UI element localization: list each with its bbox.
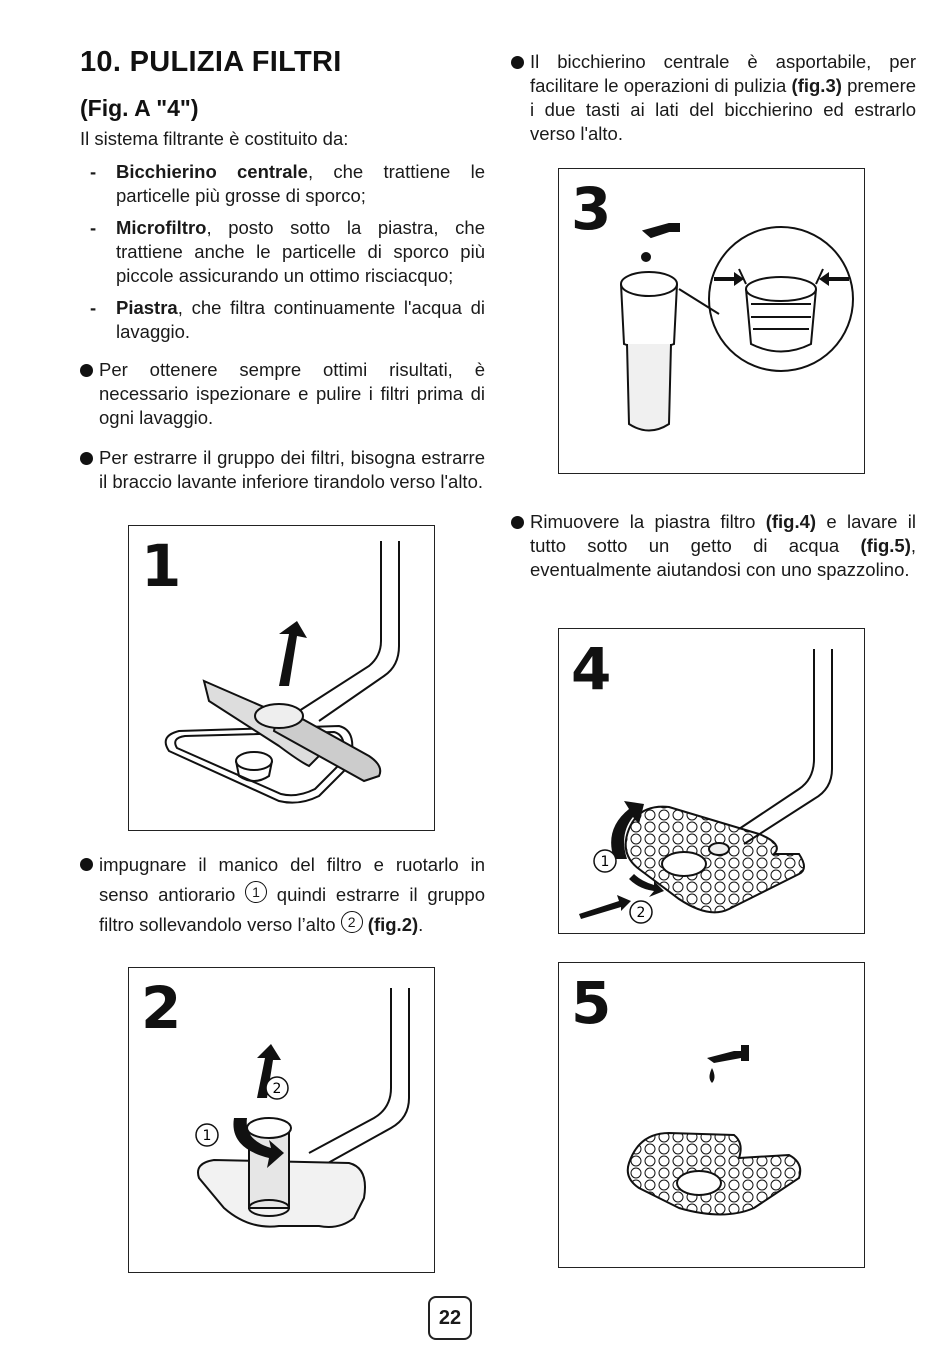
bullet-text: Per estrarre il gruppo dei filtri, bisog… [99, 447, 485, 492]
figure-number: 4 [571, 635, 612, 703]
bullet-dot [80, 364, 93, 377]
list-desc: , che filtra continuamente l'acqua di la… [116, 297, 485, 342]
list-term: Bicchierino centrale [116, 161, 308, 182]
list-dash: - [90, 161, 97, 182]
figure-2-illustration: 1 2 [195, 988, 410, 1228]
bullet-text: Per ottenere sempre ottimi risultati, è … [99, 359, 485, 428]
figure-number: 2 [141, 974, 182, 1042]
bullet-dot [80, 452, 93, 465]
bullet-central-cup: Il bicchierino centrale è asportabile, p… [511, 50, 916, 146]
figure-step-label: 2 [273, 1081, 282, 1097]
bullet-text: impugnare il manico del filtro e ruotarl… [99, 854, 485, 905]
bullet-dot [511, 516, 524, 529]
figure-1: 1 [128, 525, 435, 831]
component-list: -Bicchierino centrale, che trattiene le … [90, 160, 485, 352]
list-dash: - [90, 297, 97, 318]
figure-3: 3 [558, 168, 865, 474]
bullet-text: e lavare il tutto sotto un getto di acqu… [530, 511, 916, 556]
figure-step-label: 1 [601, 854, 610, 870]
list-desc: , posto sotto la piastra, che trattiene … [116, 217, 485, 286]
list-term: Piastra [116, 297, 178, 318]
bullet-text: Il bicchierino centrale è asportabile, p… [530, 51, 916, 96]
bullet-remove-plate: Rimuovere la piastra filtro (fig.4) e la… [511, 510, 916, 582]
list-item: -Bicchierino centrale, che trattiene le … [90, 160, 485, 208]
bullet-dot [80, 858, 93, 871]
figure-reference: (fig.2) [367, 914, 419, 935]
figure-2: 2 1 2 [128, 967, 435, 1273]
list-item: -Piastra, che filtra continuamente l'acq… [90, 296, 485, 344]
figure-4-illustration: 1 2 [579, 649, 833, 924]
list-term: Microfiltro [116, 217, 207, 238]
bullet-inspect: Per ottenere sempre ottimi risultati, è … [80, 358, 485, 430]
figure-step-label: 2 [637, 905, 646, 921]
list-item: -Microfiltro, posto sotto la piastra, ch… [90, 216, 485, 288]
bullet-text: . [418, 914, 424, 935]
section-subtitle: (Fig. A "4") [80, 95, 199, 121]
figure-number: 1 [141, 532, 182, 600]
figure-3-illustration [620, 223, 854, 432]
bullet-dot [511, 56, 524, 69]
figure-1-illustration [164, 541, 400, 804]
bullet-text: , eventualmente aiutandosi con uno spazz… [530, 535, 916, 580]
step-one-badge: 1 [245, 881, 268, 903]
bullet-text: Rimuovere la piastra filtro [530, 511, 756, 532]
page-number: 22 [428, 1296, 472, 1340]
intro-text: Il sistema filtrante è costituito da: [80, 128, 349, 149]
list-desc: , che trattiene le particelle più grosse… [116, 161, 486, 206]
figure-reference: (fig.4) [765, 511, 817, 532]
figure-reference: (fig.3) [791, 75, 842, 96]
figure-number: 5 [571, 969, 612, 1037]
section-title: 10. PULIZIA FILTRI [80, 46, 342, 78]
figure-reference: (fig.5) [860, 535, 911, 556]
bullet-grip-filter: impugnare il manico del filtro e ruotarl… [80, 850, 485, 940]
bullet-text: quindi estrarre il gruppo filtro solleva… [99, 884, 486, 935]
list-dash: - [90, 217, 97, 238]
figure-5: 5 [558, 962, 865, 1268]
figure-4: 4 1 2 [558, 628, 865, 934]
step-two-badge: 2 [340, 911, 363, 933]
figure-step-label: 1 [203, 1128, 212, 1144]
figure-5-illustration [626, 1045, 802, 1216]
bullet-extract-arm: Per estrarre il gruppo dei filtri, bisog… [80, 446, 485, 494]
bullet-text: premere i due tasti ai lati del bicchier… [530, 75, 917, 144]
figure-number: 3 [571, 175, 612, 243]
